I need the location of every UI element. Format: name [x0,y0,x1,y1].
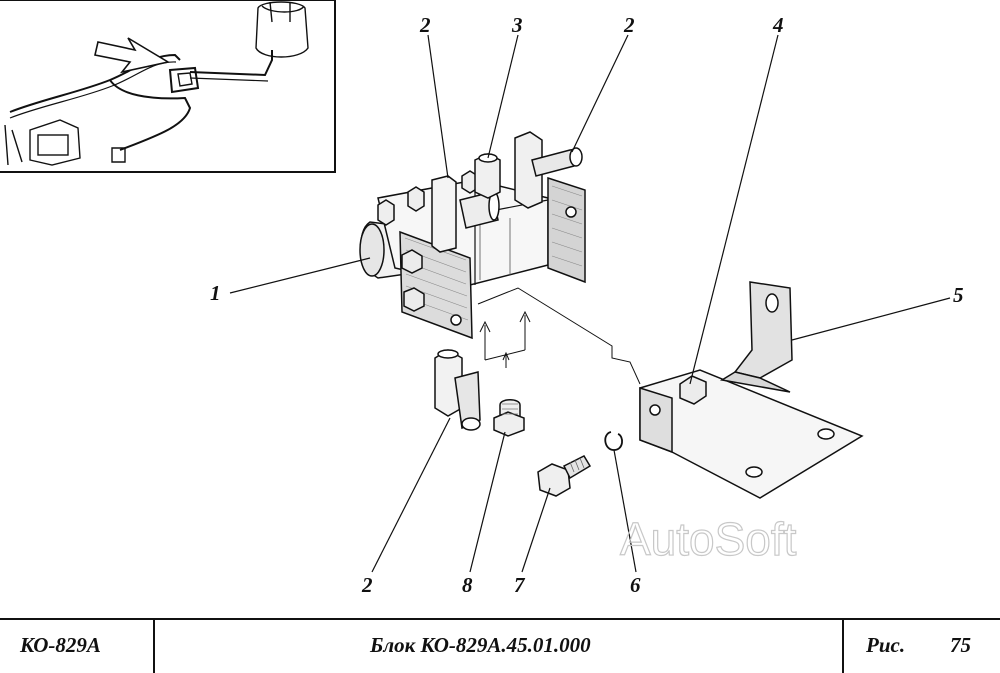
callout-2-bottom: 2 [361,573,373,597]
bolt-part [537,455,592,497]
valve-block-assembly [359,131,586,340]
angle-fitting-part [434,349,481,431]
figure-label: Рис. [866,633,906,657]
callout-3: 3 [511,13,523,37]
figure-number: 75 [950,633,971,657]
assembly-path-lines [477,287,641,385]
mounting-bracket-part [639,281,864,499]
inset-location-view [0,0,336,173]
drawing-title: Блок КО-829А.45.01.000 [370,633,591,657]
plug-part [493,399,525,437]
title-block: КО-829А Блок КО-829А.45.01.000 Рис. 75 [0,618,1000,673]
title-block-divider [153,620,155,673]
callout-2-top-right: 2 [623,13,635,37]
leader-lines [229,34,951,573]
watermark: AutoSoft [620,513,797,565]
callout-1: 1 [210,281,221,305]
callout-2-top-left: 2 [419,13,431,37]
callout-6: 6 [630,573,641,597]
title-block-divider [842,620,844,673]
callout-5: 5 [953,283,964,307]
callout-7: 7 [514,573,526,597]
callout-4: 4 [772,13,784,37]
callout-8: 8 [462,573,473,597]
exploded-assembly-drawing: 1 2 3 2 4 5 2 8 7 6 AutoSoft [0,0,964,597]
model-label: КО-829А [20,633,101,657]
washer-part [604,431,623,451]
